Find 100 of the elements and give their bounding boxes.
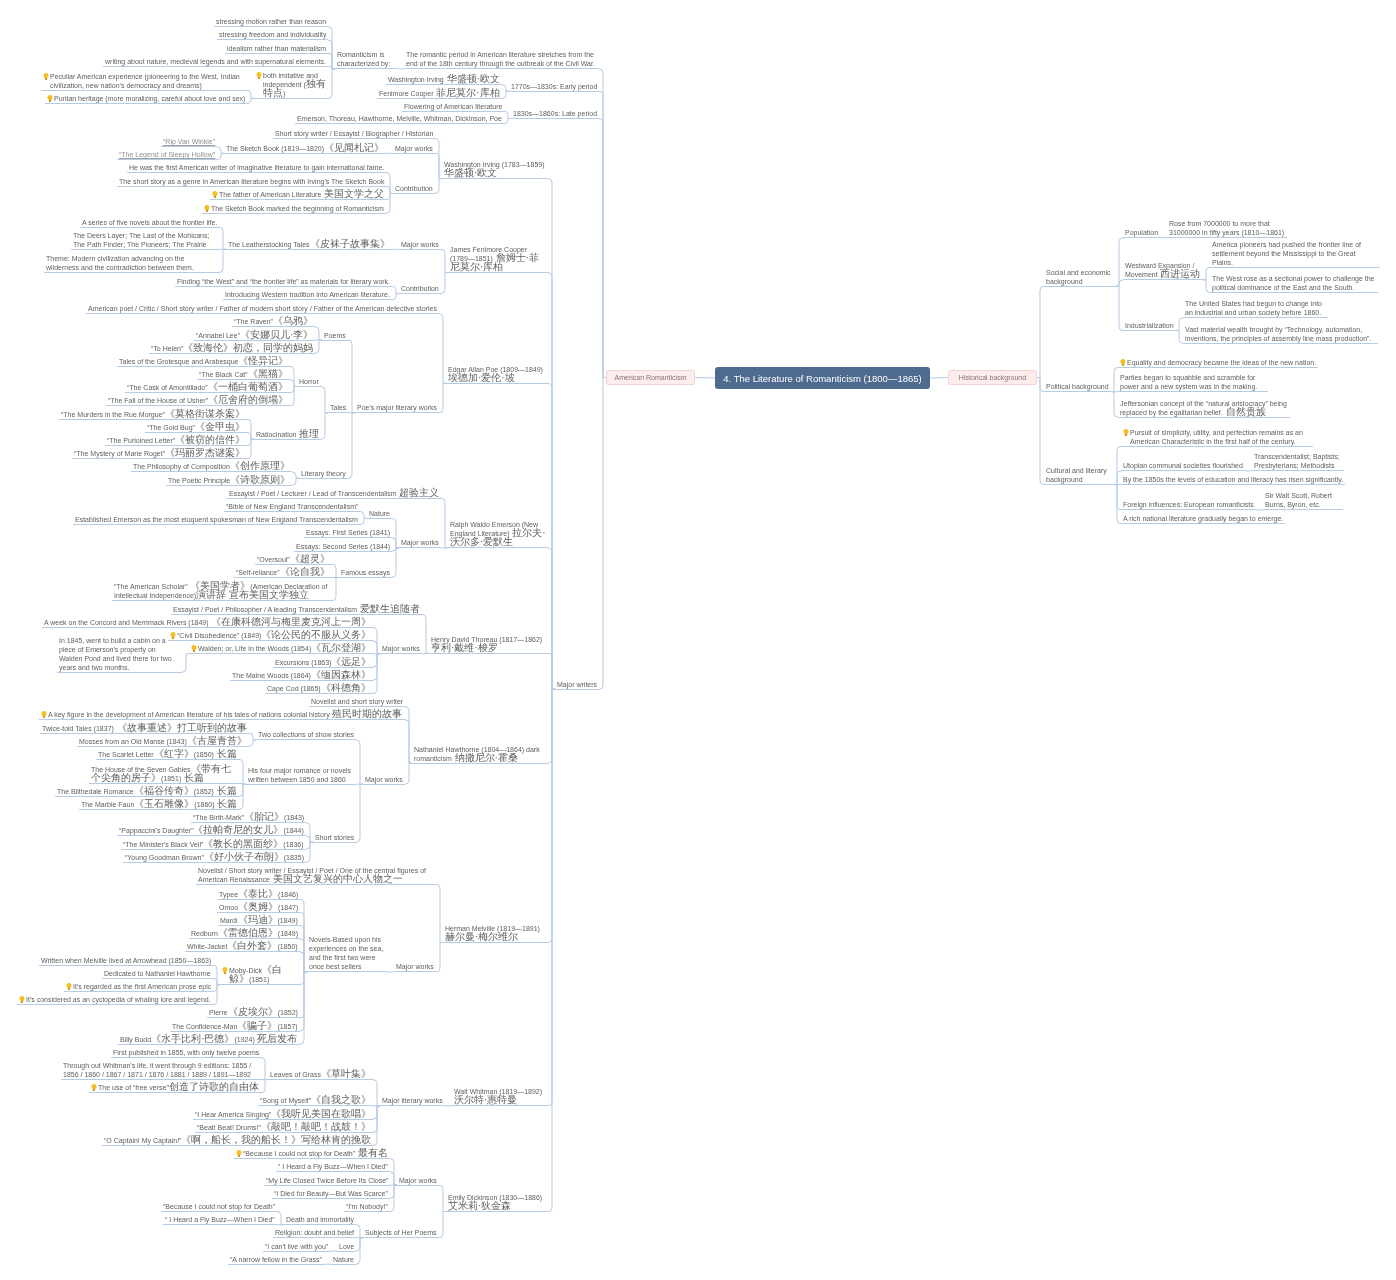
connector-line [503,118,512,125]
connector-line [276,1224,285,1226]
connector-line [389,1184,398,1212]
connector-line [434,152,443,180]
connector-line [305,835,314,843]
connector-line [238,783,247,810]
connector-line [355,1237,364,1265]
connector-line [218,248,227,273]
connector-line [1244,470,1253,472]
branch-topic [64,982,214,992]
connector-line [396,68,405,70]
connector-line [421,652,430,655]
connector-line [347,412,356,479]
connector-line [434,178,443,194]
connector-line [391,248,400,250]
connector-line [435,941,444,973]
connector-line [438,382,447,414]
connector-line [299,971,308,1045]
connector-line [276,1210,285,1226]
connector-line [1110,367,1119,393]
connector-line [501,84,510,92]
connector-line [404,719,413,764]
connector-line [260,1079,269,1094]
connector-line [347,339,356,414]
connector-line [291,471,300,479]
connector-line [331,576,340,602]
connector-line [359,511,368,519]
connector-line [216,152,225,161]
connector-line [291,477,300,486]
connector-line [1113,470,1122,486]
connector-line [547,652,556,690]
connector-line [359,517,368,526]
connector-line [444,1105,453,1107]
connector-line [440,248,449,273]
connector-line [320,412,329,440]
connector-line [391,293,400,301]
connector-line [331,563,340,578]
branch-topic [220,966,300,986]
connector-line [218,226,227,250]
connector-line [440,497,449,549]
connector-line [299,951,308,973]
central-topic: 4. The Literature of Romanticism (1800—1865) [715,367,930,389]
connector-line [391,547,400,578]
connector-line [435,883,444,943]
connector-line [694,377,716,379]
connector-line [327,52,336,70]
connector-line [547,688,556,1212]
connector-line [1036,285,1045,378]
connector-line [1110,391,1119,418]
connector-line [289,385,298,407]
connector-line [385,185,394,194]
connector-line [246,438,255,460]
connector-line [238,782,247,785]
connector-line [320,385,329,414]
connector-line [372,653,381,694]
connector-line [329,1250,338,1252]
connector-line [1115,279,1124,287]
connector-line [501,90,510,99]
connector-line [389,1171,398,1186]
connector-line [323,1263,332,1265]
connector-line [1036,377,1045,486]
connector-line [598,377,607,690]
connector-line [391,285,400,295]
connector-line [438,1184,447,1212]
connector-line [305,841,314,863]
connector-line [246,97,255,105]
connector-line [181,653,190,673]
connector-line [216,146,225,154]
connector-line [1175,330,1184,344]
connector-line [372,1079,381,1107]
connector-line [1113,484,1122,525]
connector-line [355,783,364,843]
connector-line [438,1210,447,1239]
connector-line [503,110,512,119]
connector-line [355,1224,364,1239]
connector-line [212,977,221,986]
connector-line [1159,237,1168,239]
connector-line [386,971,395,973]
connector-line [1115,285,1124,332]
connector-line [314,326,323,341]
connector-line [372,640,381,655]
connector-line [1175,317,1184,332]
connector-line [385,192,394,214]
connector-line [327,68,336,99]
connector-line [248,739,257,747]
connector-line [289,379,298,387]
connector-line [929,377,949,379]
connector-line [385,152,394,154]
connector-line [260,1056,269,1081]
connector-line [238,758,247,785]
connector-line [314,339,323,354]
connector-line [391,537,400,549]
connector-line [1202,266,1211,281]
connector-line [440,547,449,549]
connector-line [1202,279,1211,294]
connector-line [438,313,447,384]
connector-line [248,732,257,741]
branch-topic [234,1149,390,1160]
connector-line [246,431,255,440]
connector-line [246,89,255,99]
